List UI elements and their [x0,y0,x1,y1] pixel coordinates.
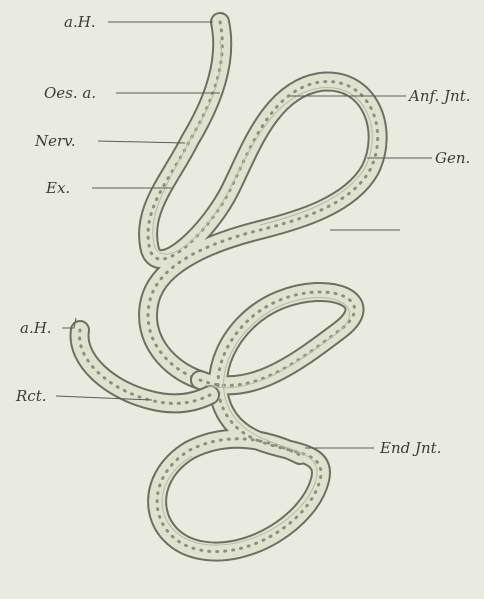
label-nerve: Nerv. [34,132,76,150]
label-anterior-end-top: a.H. [64,13,96,31]
label-intestine-end: End Jnt. [379,439,441,457]
label-excretory: Ex. [45,179,70,197]
label-oesophagus: Oes. a. [44,84,96,102]
label-intestine-start: Anf. Jnt. [407,87,471,105]
label-rectum: Rct. [15,387,47,405]
label-genital: Gen. [435,149,470,167]
label-anterior-end-lower: a.H. [20,319,52,337]
